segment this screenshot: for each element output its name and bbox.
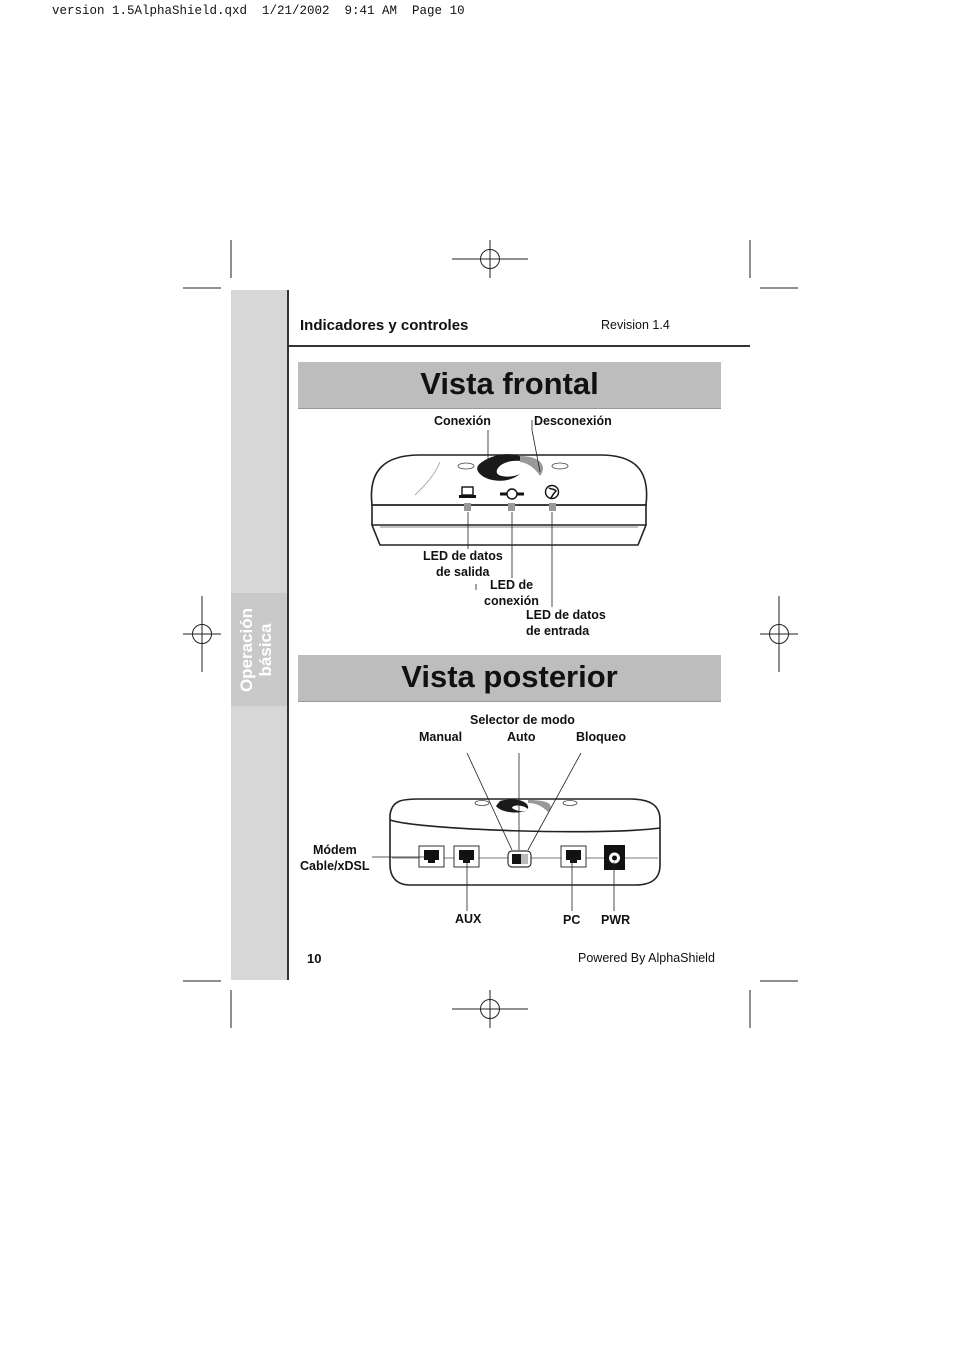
- label-bloqueo: Bloqueo: [576, 730, 626, 744]
- label-conexion: Conexión: [434, 414, 491, 428]
- label-led-entrada-1: LED de datos: [526, 608, 606, 622]
- led-conexion: [508, 503, 515, 511]
- ethernet-port-pc: [560, 845, 587, 868]
- label-aux: AUX: [455, 912, 482, 926]
- header-rule: [288, 345, 750, 347]
- section-title: Indicadores y controles: [300, 317, 469, 334]
- footer-powered-by: Powered By AlphaShield: [578, 951, 715, 965]
- label-pwr: PWR: [601, 913, 631, 927]
- revision-label: Revision 1.4: [601, 318, 670, 332]
- ethernet-port-aux: [453, 845, 480, 868]
- label-selector-modo: Selector de modo: [470, 713, 575, 727]
- sidebar-section-tab: [231, 593, 288, 706]
- label-modem-2: Cable/xDSL: [300, 859, 370, 873]
- label-led-conexion-2: conexión: [484, 594, 539, 608]
- label-led-conexion-1: LED de: [490, 578, 534, 592]
- mode-selector-switch: [507, 850, 532, 868]
- label-led-entrada-2: de entrada: [526, 624, 590, 638]
- power-jack: [604, 845, 625, 870]
- page-number: 10: [307, 951, 322, 966]
- connection-icon: [500, 488, 524, 500]
- rear-view-banner: Vista posterior: [298, 655, 721, 702]
- label-led-salida-2: de salida: [436, 565, 490, 579]
- ethernet-port-modem: [418, 845, 445, 868]
- led-entrada: [549, 503, 556, 511]
- label-manual: Manual: [419, 730, 463, 744]
- label-led-salida-1: LED de datos: [423, 549, 503, 563]
- rear-view-title: Vista posterior: [401, 659, 618, 694]
- label-desconexion: Desconexión: [534, 414, 612, 428]
- brand-logo-icon: [477, 454, 530, 481]
- front-view-banner: Vista frontal: [298, 362, 721, 409]
- label-auto: Auto: [507, 730, 536, 744]
- globe-icon: [544, 484, 560, 500]
- label-modem-1: Módem: [313, 843, 357, 857]
- led-salida: [464, 503, 471, 511]
- computer-icon: [459, 486, 476, 498]
- sidebar-divider: [287, 290, 289, 980]
- label-pc: PC: [563, 913, 581, 927]
- front-view-title: Vista frontal: [420, 366, 599, 401]
- slug-line: version 1.5AlphaShield.qxd 1/21/2002 9:4…: [52, 4, 465, 18]
